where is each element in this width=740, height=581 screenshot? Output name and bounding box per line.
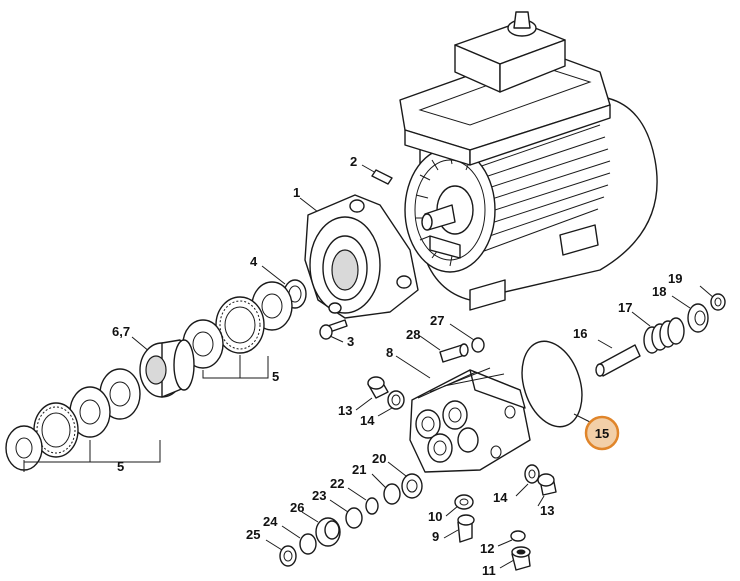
part-26-valve-cage <box>301 511 341 547</box>
label-part-18[interactable]: 18 <box>652 284 666 299</box>
label-part-13-upper[interactable]: 13 <box>338 403 352 418</box>
label-part-28[interactable]: 28 <box>406 327 420 342</box>
part-28-plug <box>419 335 469 363</box>
label-part-19[interactable]: 19 <box>668 271 682 286</box>
label-part-20[interactable]: 20 <box>372 451 386 466</box>
part-19-washer <box>699 285 726 311</box>
highlight-circle <box>584 415 620 451</box>
label-part-16[interactable]: 16 <box>573 326 587 341</box>
part-3-screw <box>319 319 348 343</box>
part-14-seal-upper <box>377 390 405 417</box>
label-part-12[interactable]: 12 <box>480 541 494 556</box>
part-13-plug-upper <box>355 376 389 411</box>
label-part-13-lower[interactable]: 13 <box>540 503 554 518</box>
part-9-plug <box>443 514 475 543</box>
label-part-26[interactable]: 26 <box>290 500 304 515</box>
part-17-spring <box>631 311 685 354</box>
label-part-25[interactable]: 25 <box>246 527 260 542</box>
label-part-5-lower[interactable]: 5 <box>117 459 124 474</box>
part-22-o-ring <box>347 487 379 515</box>
part-labels: 1 2 3 4 5 5 6,7 8 9 10 11 12 13 13 14 14… <box>112 154 682 578</box>
label-part-15[interactable]: 15 <box>595 426 609 441</box>
label-part-14-upper[interactable]: 14 <box>360 413 375 428</box>
part-20-valve <box>387 461 423 499</box>
part-11-drain-plug <box>499 546 531 571</box>
label-part-9[interactable]: 9 <box>432 529 439 544</box>
part-27-seal <box>449 323 485 353</box>
part-21-valve-seat <box>371 473 401 505</box>
label-part-2[interactable]: 2 <box>350 154 357 169</box>
part-25-ring <box>265 539 297 567</box>
part-6-7-cam <box>131 336 195 398</box>
label-part-4[interactable]: 4 <box>250 254 258 269</box>
label-part-8[interactable]: 8 <box>386 345 393 360</box>
label-part-27[interactable]: 27 <box>430 313 444 328</box>
part-14-seal-lower <box>515 464 540 497</box>
label-part-22[interactable]: 22 <box>330 476 344 491</box>
label-part-1[interactable]: 1 <box>293 185 300 200</box>
part-10-seal <box>445 494 474 517</box>
label-part-10[interactable]: 10 <box>428 509 442 524</box>
electric-motor <box>399 11 658 311</box>
part-2-pin <box>361 164 393 185</box>
label-part-24[interactable]: 24 <box>263 514 278 529</box>
label-part-5-upper[interactable]: 5 <box>272 369 279 384</box>
label-part-6-7[interactable]: 6,7 <box>112 324 130 339</box>
part-18-seat <box>671 295 709 333</box>
part-15-o-ring <box>521 340 595 428</box>
label-part-3[interactable]: 3 <box>347 334 354 349</box>
part-5-upper-set <box>182 281 293 379</box>
label-part-11[interactable]: 11 <box>482 563 496 578</box>
part-24-ring <box>281 525 317 555</box>
part-5-lower-set <box>5 368 161 472</box>
label-part-21[interactable]: 21 <box>352 462 366 477</box>
label-part-15-highlight[interactable]: 15 <box>584 415 620 451</box>
part-12-o-ring <box>497 530 526 547</box>
part-13-plug-lower <box>537 473 557 507</box>
part-8-pump-head <box>395 355 531 473</box>
label-part-14-lower[interactable]: 14 <box>493 490 508 505</box>
part-1-flange <box>299 194 419 319</box>
part-23-o-ring <box>329 499 363 529</box>
part-16-piston <box>595 339 641 377</box>
label-part-17[interactable]: 17 <box>618 300 632 315</box>
label-part-23[interactable]: 23 <box>312 488 326 503</box>
